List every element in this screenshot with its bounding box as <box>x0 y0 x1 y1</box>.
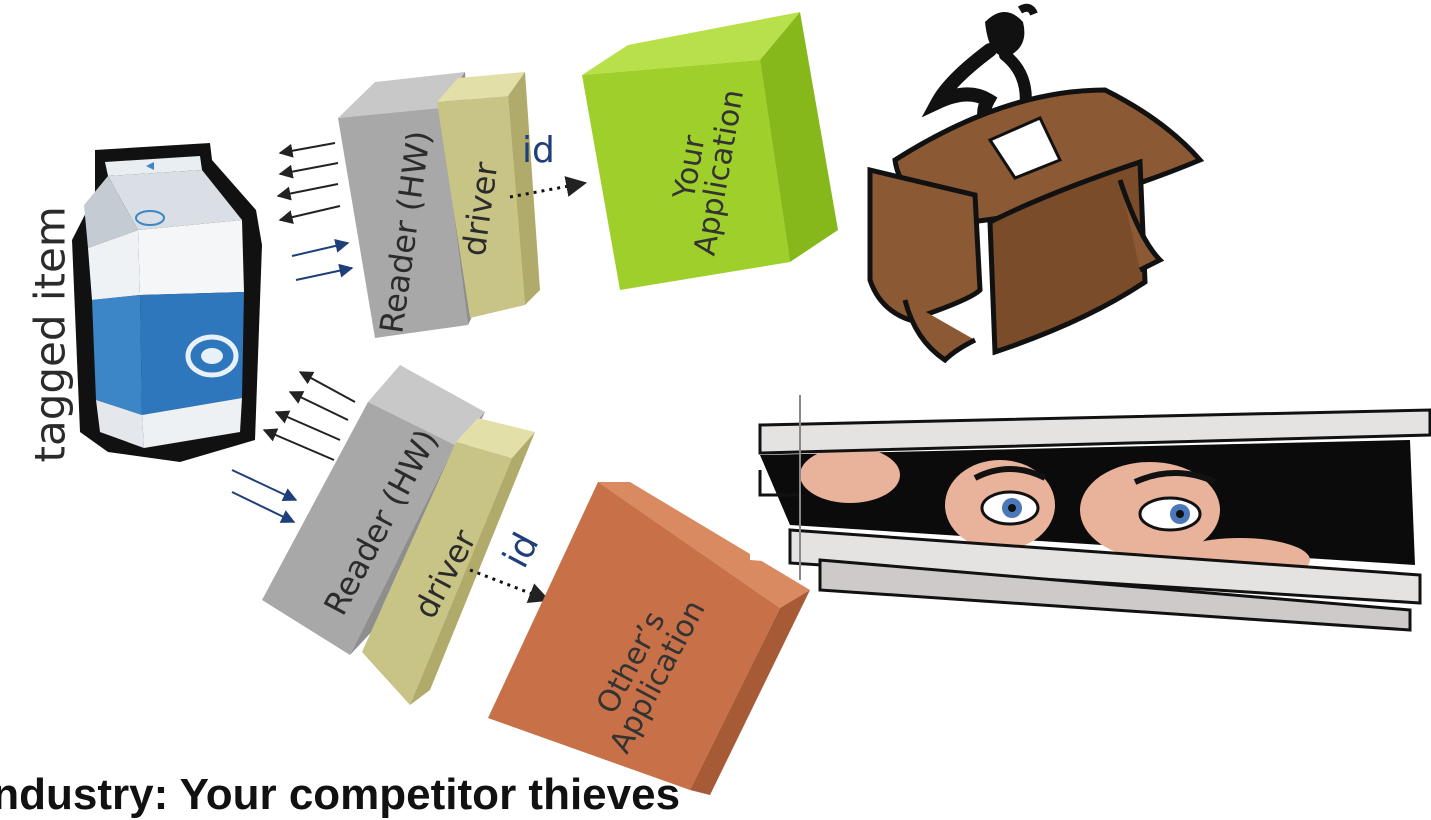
top-signal-arrows <box>278 143 352 280</box>
desk-person-icon <box>870 8 1200 360</box>
milk-carton-icon <box>72 143 262 462</box>
tagged-item-label: tagged item <box>26 213 75 463</box>
bottom-id-arrow <box>470 570 548 600</box>
spy-eyes-icon <box>750 395 1431 630</box>
caption-text: Industry: Your competitor thieves <box>0 770 680 820</box>
top-id-label: id <box>522 130 555 171</box>
